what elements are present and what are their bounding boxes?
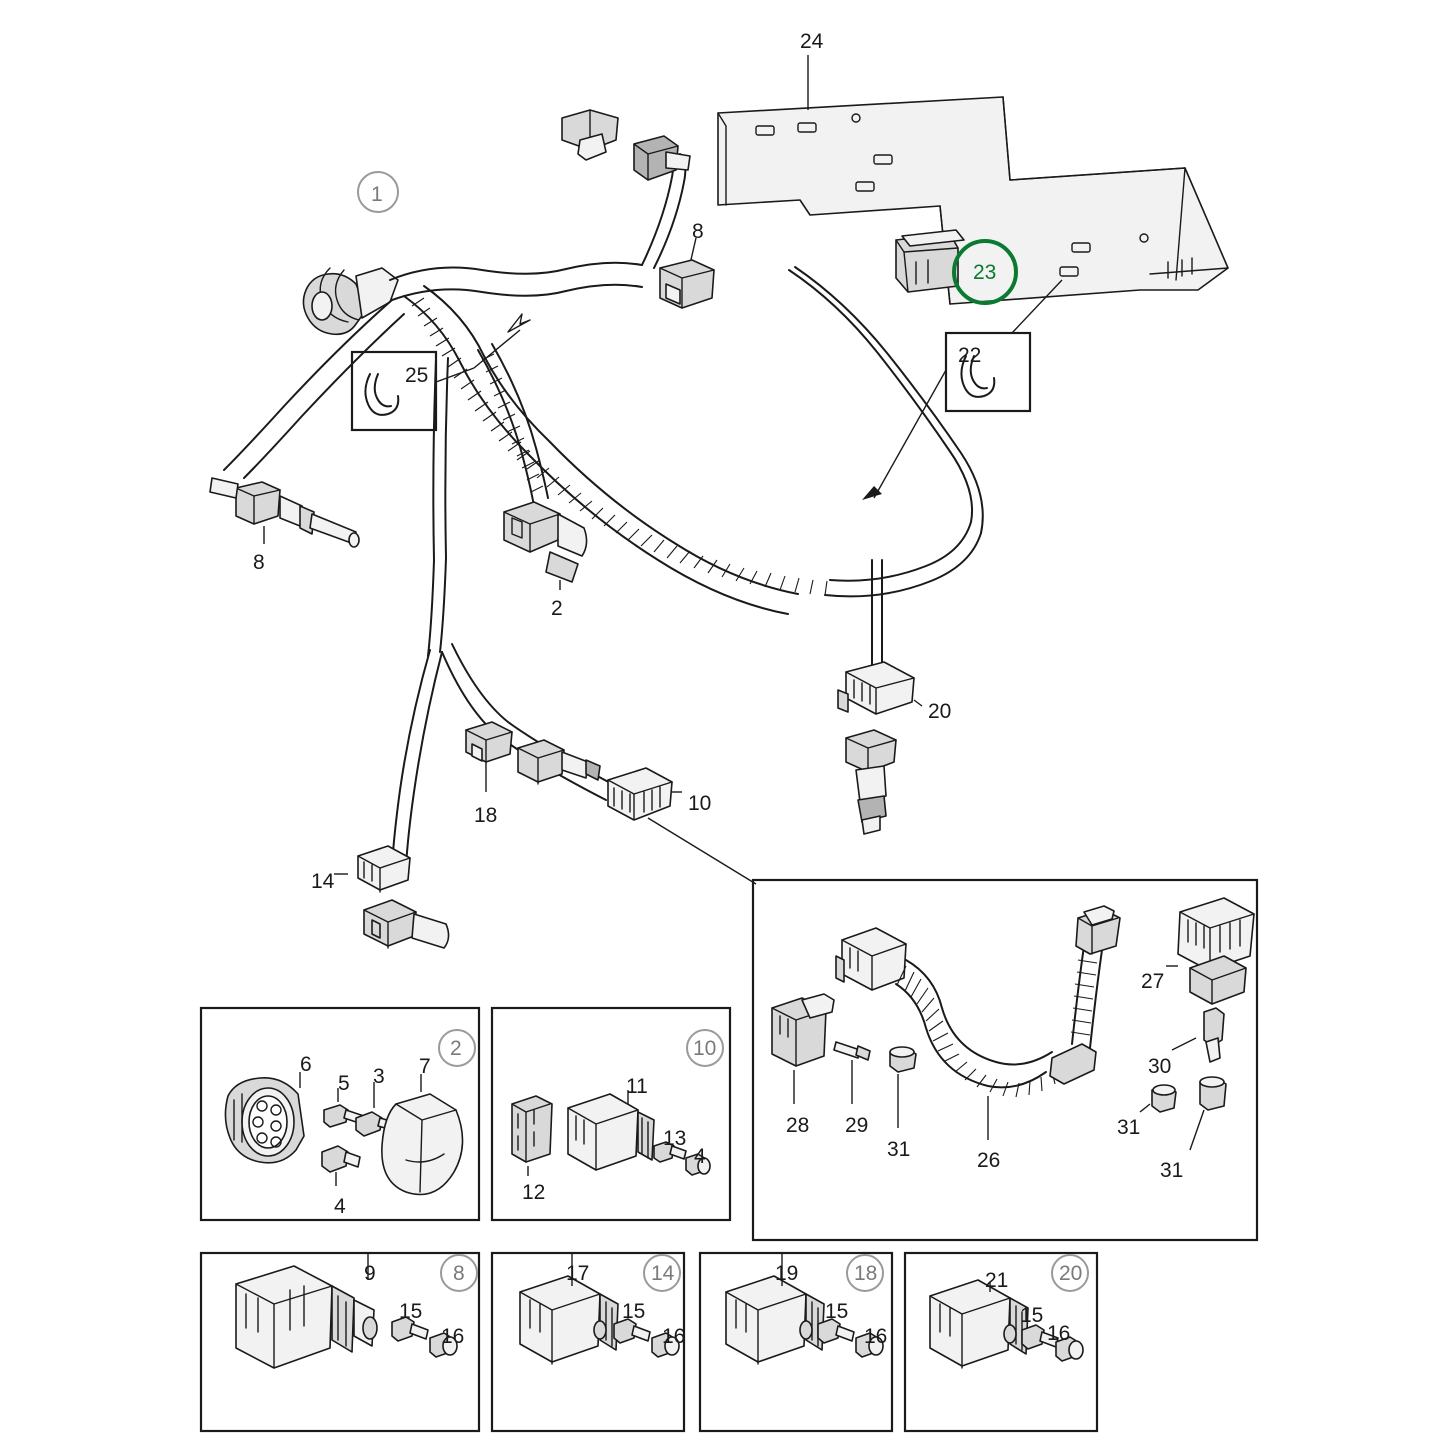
box-label-10: 10 bbox=[693, 1037, 717, 1060]
callout-8-left: 8 bbox=[253, 551, 265, 574]
part-20-connector bbox=[837, 661, 923, 835]
part-29 bbox=[833, 1041, 871, 1104]
box-label-14: 14 bbox=[651, 1262, 675, 1285]
injector-component bbox=[517, 739, 601, 785]
detail-box-14 bbox=[490, 1251, 686, 1433]
callout-22: 22 bbox=[958, 344, 982, 367]
callout-27: 27 bbox=[1141, 970, 1165, 993]
detail-box-2 bbox=[199, 1006, 481, 1222]
detail-box-18 bbox=[698, 1251, 894, 1433]
highlight-ring-23 bbox=[952, 239, 1018, 305]
callout-16-b: 16 bbox=[662, 1325, 686, 1348]
part-31-right bbox=[1139, 1076, 1227, 1151]
callout-2: 2 bbox=[551, 597, 563, 620]
callout-4-b: 4 bbox=[694, 1145, 706, 1168]
part-14-connector bbox=[334, 845, 450, 949]
callout-10: 10 bbox=[688, 792, 712, 815]
part-8-sensor-top bbox=[561, 109, 697, 291]
callout-1: 1 bbox=[371, 183, 383, 206]
callout-12: 12 bbox=[522, 1181, 546, 1204]
callout-15-d: 15 bbox=[1020, 1304, 1044, 1327]
detail-box-20 bbox=[903, 1251, 1099, 1433]
callout-7: 7 bbox=[419, 1055, 431, 1078]
part-26-hose bbox=[835, 905, 1121, 1140]
part-28 bbox=[771, 993, 835, 1104]
callout-13: 13 bbox=[663, 1127, 687, 1150]
callout-8-top: 8 bbox=[692, 220, 704, 243]
part-24-bracket bbox=[717, 55, 1229, 305]
part-10-connector bbox=[607, 767, 757, 885]
part-23-clip bbox=[895, 229, 965, 293]
callout-31-c: 31 bbox=[1160, 1159, 1184, 1182]
callout-3: 3 bbox=[373, 1065, 385, 1088]
callout-20: 20 bbox=[928, 700, 952, 723]
callout-31-a: 31 bbox=[887, 1138, 911, 1161]
callout-30: 30 bbox=[1148, 1055, 1172, 1078]
part-31-left bbox=[889, 1046, 917, 1128]
callout-16-a: 16 bbox=[441, 1325, 465, 1348]
callout-19: 19 bbox=[775, 1262, 799, 1285]
box-label-20: 20 bbox=[1059, 1262, 1083, 1285]
callout-14: 14 bbox=[311, 870, 335, 893]
box-label-2: 2 bbox=[450, 1037, 462, 1060]
part-30-terminal bbox=[1171, 1007, 1225, 1063]
callout-25: 25 bbox=[405, 364, 429, 387]
callout-5: 5 bbox=[338, 1072, 350, 1095]
detail-box-8 bbox=[199, 1251, 481, 1433]
callout-23: 23 bbox=[973, 261, 997, 284]
callout-16-d: 16 bbox=[1047, 1322, 1071, 1345]
callout-6: 6 bbox=[300, 1053, 312, 1076]
part-18-connector bbox=[465, 721, 513, 792]
box-label-8: 8 bbox=[453, 1262, 465, 1285]
detail-box-25 bbox=[350, 329, 521, 432]
part-8-temperature-sensor bbox=[209, 477, 360, 548]
callout-15-a: 15 bbox=[399, 1300, 423, 1323]
callout-24: 24 bbox=[800, 30, 824, 53]
callout-11: 11 bbox=[626, 1075, 648, 1098]
box-label-18: 18 bbox=[854, 1262, 878, 1285]
detail-box-10 bbox=[490, 1006, 732, 1222]
callout-9: 9 bbox=[364, 1262, 376, 1285]
part-27-relay bbox=[1166, 897, 1255, 1005]
callout-18: 18 bbox=[474, 804, 498, 827]
callout-31-b: 31 bbox=[1117, 1116, 1141, 1139]
callout-4-a: 4 bbox=[334, 1195, 346, 1218]
callout-26: 26 bbox=[977, 1149, 1001, 1172]
part-2-sensor bbox=[503, 501, 588, 590]
part-8-connector-right bbox=[659, 259, 715, 309]
callout-16-c: 16 bbox=[864, 1325, 888, 1348]
detail-box-26 bbox=[751, 878, 1259, 1242]
callout-15-c: 15 bbox=[825, 1300, 849, 1323]
callout-21: 21 bbox=[985, 1269, 1009, 1292]
callout-15-b: 15 bbox=[622, 1300, 646, 1323]
callout-17: 17 bbox=[566, 1262, 590, 1285]
callout-29: 29 bbox=[845, 1114, 869, 1137]
callout-28: 28 bbox=[786, 1114, 810, 1137]
detail-box-22 bbox=[862, 279, 1063, 500]
